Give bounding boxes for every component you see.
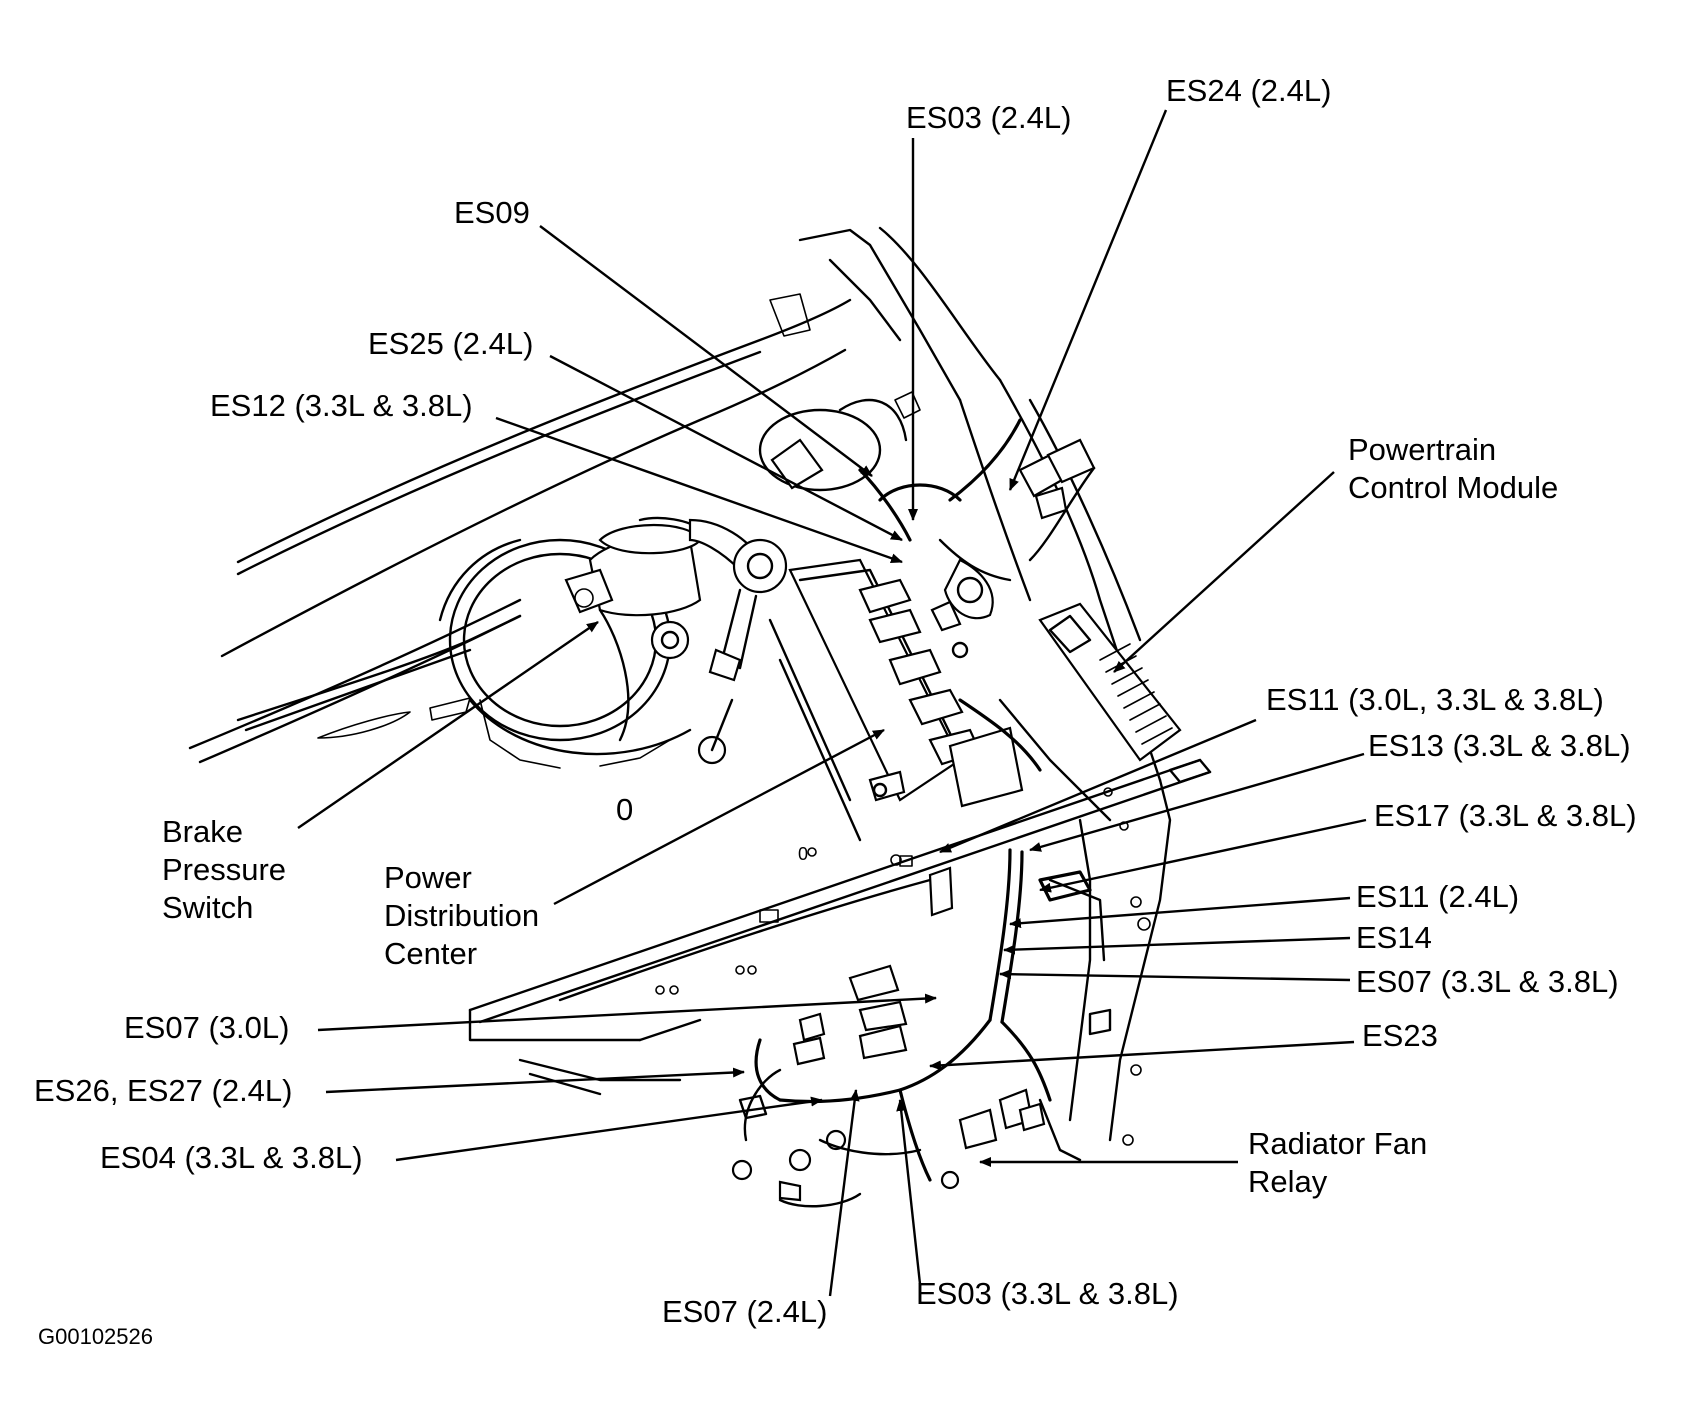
leader-es04: [395, 1096, 823, 1162]
leader-es26-27: [325, 1067, 745, 1094]
radiator-support: 0 0: [468, 758, 1212, 1096]
label-power-distribution-center-line1: Power: [384, 860, 472, 895]
leader-es09: [539, 225, 873, 477]
label-es04: ES04 (3.3L & 3.8L): [100, 1140, 363, 1175]
label-pcm-line2: Control Module: [1348, 470, 1558, 505]
label-es07-24: ES07 (2.4L): [662, 1294, 827, 1329]
label-brake-pressure-switch-line2: Pressure: [162, 852, 286, 887]
label-es07-33: ES07 (3.3L & 3.8L): [1356, 964, 1619, 999]
leader-lines: [297, 109, 1367, 1297]
label-brake-pressure-switch-line3: Switch: [162, 890, 253, 925]
leader-es12: [495, 416, 903, 564]
leader-es07-33: [999, 969, 1351, 982]
engine-compartment-artwork: 0 0: [188, 226, 1212, 1208]
label-es23: ES23: [1362, 1018, 1438, 1053]
leader-es07-24: [828, 1089, 860, 1297]
leader-es11-24: [1009, 896, 1351, 929]
label-es12: ES12 (3.3L & 3.8L): [210, 388, 473, 423]
label-pcm-line1: Powertrain: [1348, 432, 1496, 467]
label-power-distribution-center-line2: Distribution: [384, 898, 539, 933]
vacuum-fitting: [697, 538, 788, 765]
label-es24-24: ES24 (2.4L): [1166, 73, 1331, 108]
figure-id: G00102526: [38, 1324, 153, 1349]
label-es11-multi: ES11 (3.0L, 3.3L & 3.8L): [1266, 682, 1604, 717]
label-brake-pressure-switch-line1: Brake: [162, 814, 243, 849]
power-distribution-center-art: [768, 558, 1042, 842]
leader-es11-multi: [939, 718, 1257, 854]
leader-pcm: [1113, 471, 1335, 673]
label-es03-24: ES03 (2.4L): [906, 100, 1071, 135]
label-radiator-fan-relay-line1: Radiator Fan: [1248, 1126, 1427, 1161]
leader-es23: [929, 1040, 1355, 1071]
casting-mark-zero: 0: [616, 792, 633, 827]
leader-es17: [1039, 818, 1367, 893]
leader-power-distribution-center: [553, 728, 885, 906]
label-es17: ES17 (3.3L & 3.8L): [1374, 798, 1637, 833]
brake-booster: [438, 538, 692, 769]
label-es13: ES13 (3.3L & 3.8L): [1368, 728, 1631, 763]
label-es03-33: ES03 (3.3L & 3.8L): [916, 1276, 1179, 1311]
leader-es03-33: [896, 1099, 922, 1285]
fender-outline: [188, 226, 1162, 782]
leader-es13: [1029, 752, 1365, 852]
leader-es14: [1003, 936, 1351, 955]
label-radiator-fan-relay-line2: Relay: [1248, 1164, 1328, 1199]
casting-mark-small-zero: 0: [798, 844, 808, 864]
label-power-distribution-center-line3: Center: [384, 936, 477, 971]
label-es07-30: ES07 (3.0L): [124, 1010, 289, 1045]
upper-harness: [758, 398, 1096, 659]
callout-labels: ES03 (2.4L) ES24 (2.4L) ES09 ES25 (2.4L)…: [34, 73, 1637, 1349]
label-es26-27: ES26, ES27 (2.4L): [34, 1073, 293, 1108]
master-cylinder: [564, 516, 762, 742]
label-es09: ES09: [454, 195, 530, 230]
label-es11-24: ES11 (2.4L): [1356, 879, 1519, 914]
leader-brake-pressure-switch: [297, 621, 599, 829]
leader-es24-24: [1008, 109, 1168, 491]
leader-es07-30: [317, 993, 937, 1032]
label-es14: ES14: [1356, 920, 1432, 955]
lower-harness: [731, 848, 1142, 1208]
leader-es25: [549, 354, 903, 542]
powertrain-control-module-art: [998, 602, 1182, 822]
label-es25-24: ES25 (2.4L): [368, 326, 533, 361]
right-inner-panel: [1038, 778, 1172, 1162]
